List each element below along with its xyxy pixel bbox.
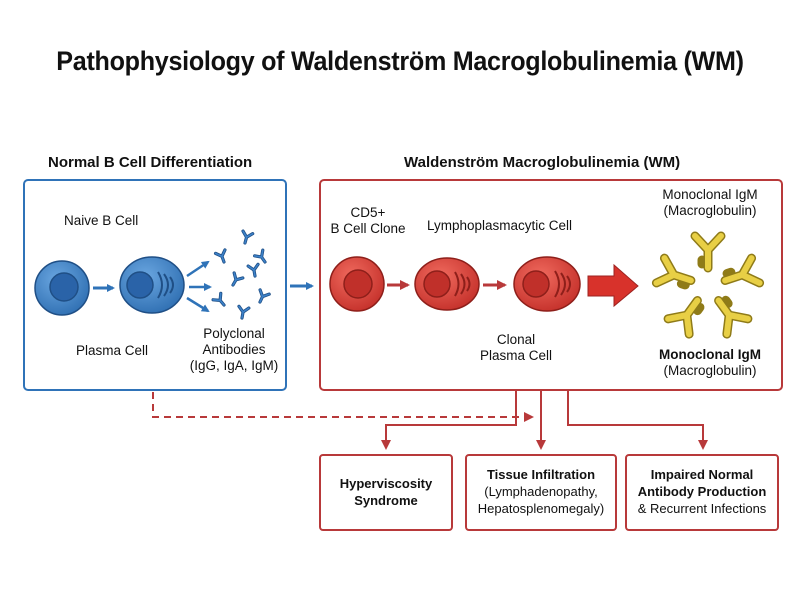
- outcome-box-tissue-infiltration: [465, 454, 617, 531]
- outcome-3-line1: Impaired Normal: [650, 467, 754, 482]
- naive-b-cell-label: Naive B Cell: [64, 213, 139, 228]
- outcome-2-line1: Tissue Infiltration: [486, 467, 596, 482]
- outcome-box-hyperviscosity: [319, 454, 453, 531]
- outcome-2-line3: Hepatosplenomegaly): [477, 501, 605, 516]
- naive-b-cell-icon: [34, 260, 90, 316]
- outcome-3-line3: & Recurrent Infections: [637, 501, 767, 516]
- outcome-box-impaired-antibody: [625, 454, 779, 531]
- clonal-plasma-label: Clonal Plasma Cell: [476, 332, 556, 364]
- polyclonal-line3: (IgG, IgA, IgM): [189, 358, 279, 373]
- plasma-cell-label: Plasma Cell: [76, 343, 149, 358]
- page-title: Pathophysiology of Waldenström Macroglob…: [56, 46, 744, 76]
- big-red-arrow-icon: [587, 263, 639, 308]
- igm-top-line2: (Macroglobulin): [663, 203, 757, 218]
- outcome-impaired-antibody: Impaired Normal Antibody Production & Re…: [626, 466, 778, 517]
- normal-heading: Normal B Cell Differentiation: [48, 154, 253, 171]
- outcome-1-line2: Syndrome: [354, 493, 418, 508]
- lymphoplasmacytic-label: Lymphoplasmacytic Cell: [427, 218, 573, 233]
- cd5-label: CD5+ B Cell Clone: [326, 205, 410, 237]
- clonal-line1: Clonal: [496, 332, 536, 347]
- outcome-tissue-infiltration: Tissue Infiltration (Lymphadenopathy, He…: [466, 466, 616, 517]
- wm-heading: Waldenström Macroglobulinemia (WM): [404, 154, 681, 171]
- polyclonal-line1: Polyclonal: [203, 326, 265, 341]
- cd5-b-cell-icon: [329, 256, 385, 312]
- outcome-3-line2: Antibody Production: [637, 484, 767, 499]
- normal-panel: [23, 179, 287, 391]
- cd5-line2: B Cell Clone: [330, 221, 406, 236]
- monoclonal-igm-icon: [656, 236, 759, 334]
- lymphoplasmacytic-cell-icon: [414, 257, 480, 311]
- clonal-plasma-cell-icon: [513, 256, 581, 312]
- dashed-connector: [152, 392, 534, 422]
- polyclonal-line2: Antibodies: [202, 342, 266, 357]
- wm-panel: [319, 179, 783, 391]
- igm-top-label: Monoclonal IgM (Macroglobulin): [650, 187, 770, 219]
- cd5-line1: CD5+: [350, 205, 386, 220]
- igm-bottom-label: Monoclonal IgM (Macroglobulin): [648, 347, 772, 379]
- outcome-hyperviscosity: Hyperviscosity Syndrome: [320, 475, 452, 509]
- outcome-connectors: [381, 390, 708, 450]
- plasma-cell-icon: [119, 256, 185, 314]
- arrows-to-antibodies: [186, 260, 212, 313]
- igm-top-line1: Monoclonal IgM: [662, 187, 758, 202]
- outcome-2-line2: (Lymphadenopathy,: [484, 484, 598, 499]
- igm-bottom-line1: Monoclonal IgM: [659, 347, 761, 362]
- clonal-line2: Plasma Cell: [479, 348, 553, 363]
- polyclonal-antibodies-icon: [211, 229, 271, 321]
- outcome-1-line1: Hyperviscosity: [339, 476, 433, 491]
- igm-bottom-line2: (Macroglobulin): [663, 363, 757, 378]
- polyclonal-label: Polyclonal Antibodies (IgG, IgA, IgM): [186, 326, 282, 374]
